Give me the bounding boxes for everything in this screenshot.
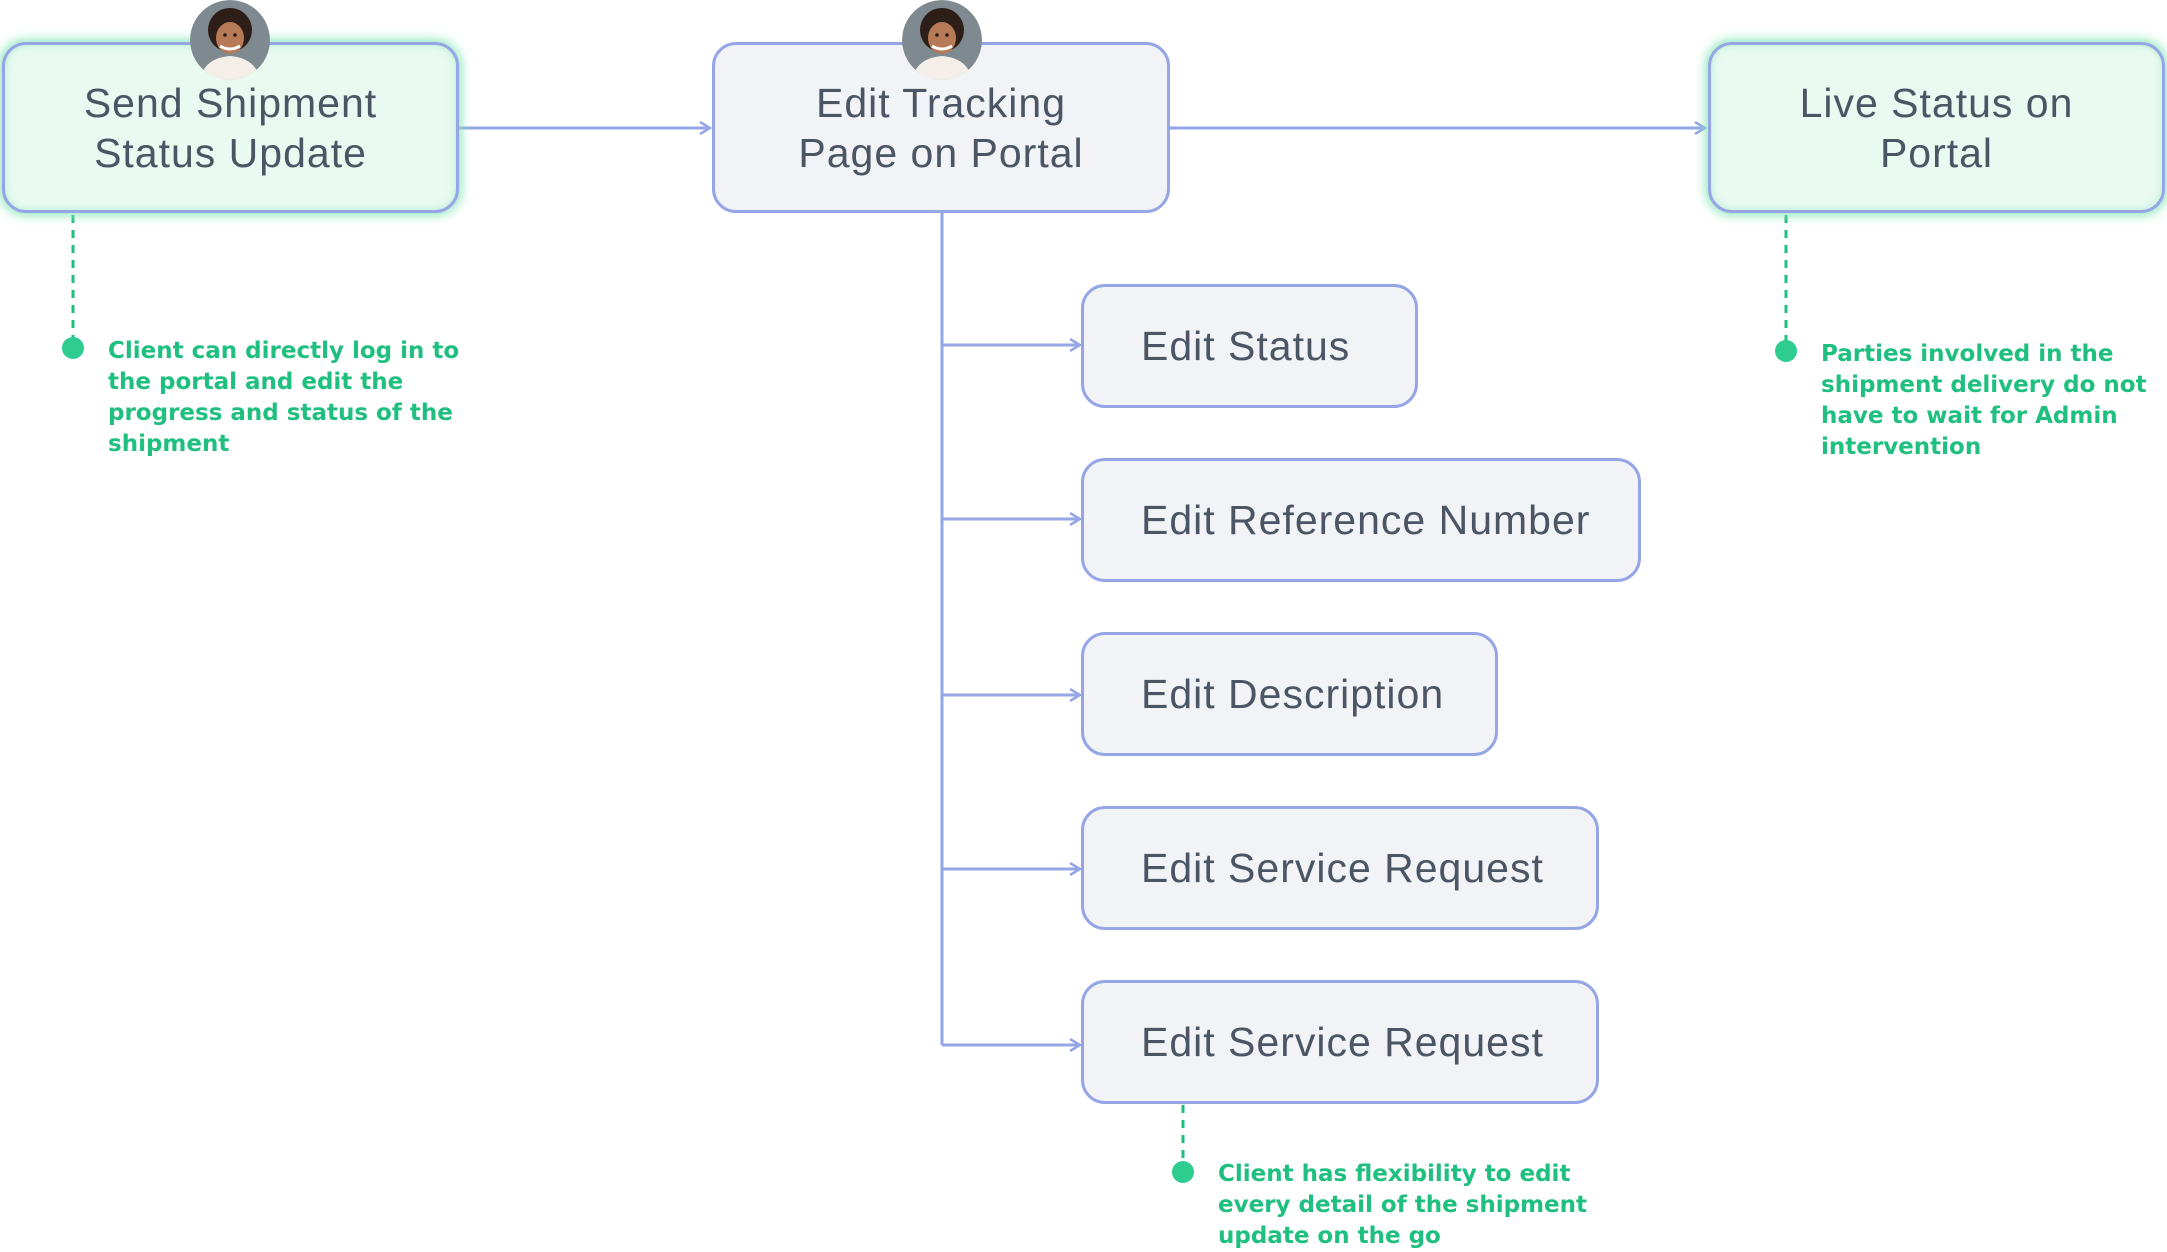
edit-status-option: Edit Status [1081, 284, 1418, 408]
edit-service-request-option: Edit Service Request [1081, 980, 1599, 1104]
live-status-annotation: Parties involved in the shipment deliver… [1821, 341, 2147, 460]
note-dot-edit-options [1172, 1161, 1194, 1183]
person-avatar-icon [190, 0, 270, 80]
send-shipment-status-update-label: Send Shipment Status Update [83, 79, 378, 176]
live-status-on-portal-node: Live Status on Portal [1708, 42, 2165, 213]
edit-service-request-label: Edit Service Request [1141, 845, 1544, 891]
edit-service-request-option: Edit Service Request [1081, 806, 1599, 930]
person-avatar-icon [902, 0, 982, 80]
edit-options-annotation: Client has flexibility to edit every det… [1218, 1161, 1588, 1249]
note-dot-live-status [1775, 340, 1797, 362]
edit-reference-number-label: Edit Reference Number [1141, 497, 1591, 543]
edit-tracking-page-label: Edit Tracking Page on Portal [798, 79, 1084, 176]
edit-description-label: Edit Description [1141, 671, 1445, 717]
edit-description-option: Edit Description [1081, 632, 1498, 756]
edit-status-label: Edit Status [1141, 323, 1351, 369]
edit-reference-number-option: Edit Reference Number [1081, 458, 1641, 582]
send-update-annotation: Client can directly log in to the portal… [108, 338, 460, 457]
edit-service-request-label: Edit Service Request [1141, 1019, 1544, 1065]
note-dot-send-update [62, 337, 84, 359]
live-status-on-portal-label: Live Status on Portal [1799, 79, 2074, 176]
